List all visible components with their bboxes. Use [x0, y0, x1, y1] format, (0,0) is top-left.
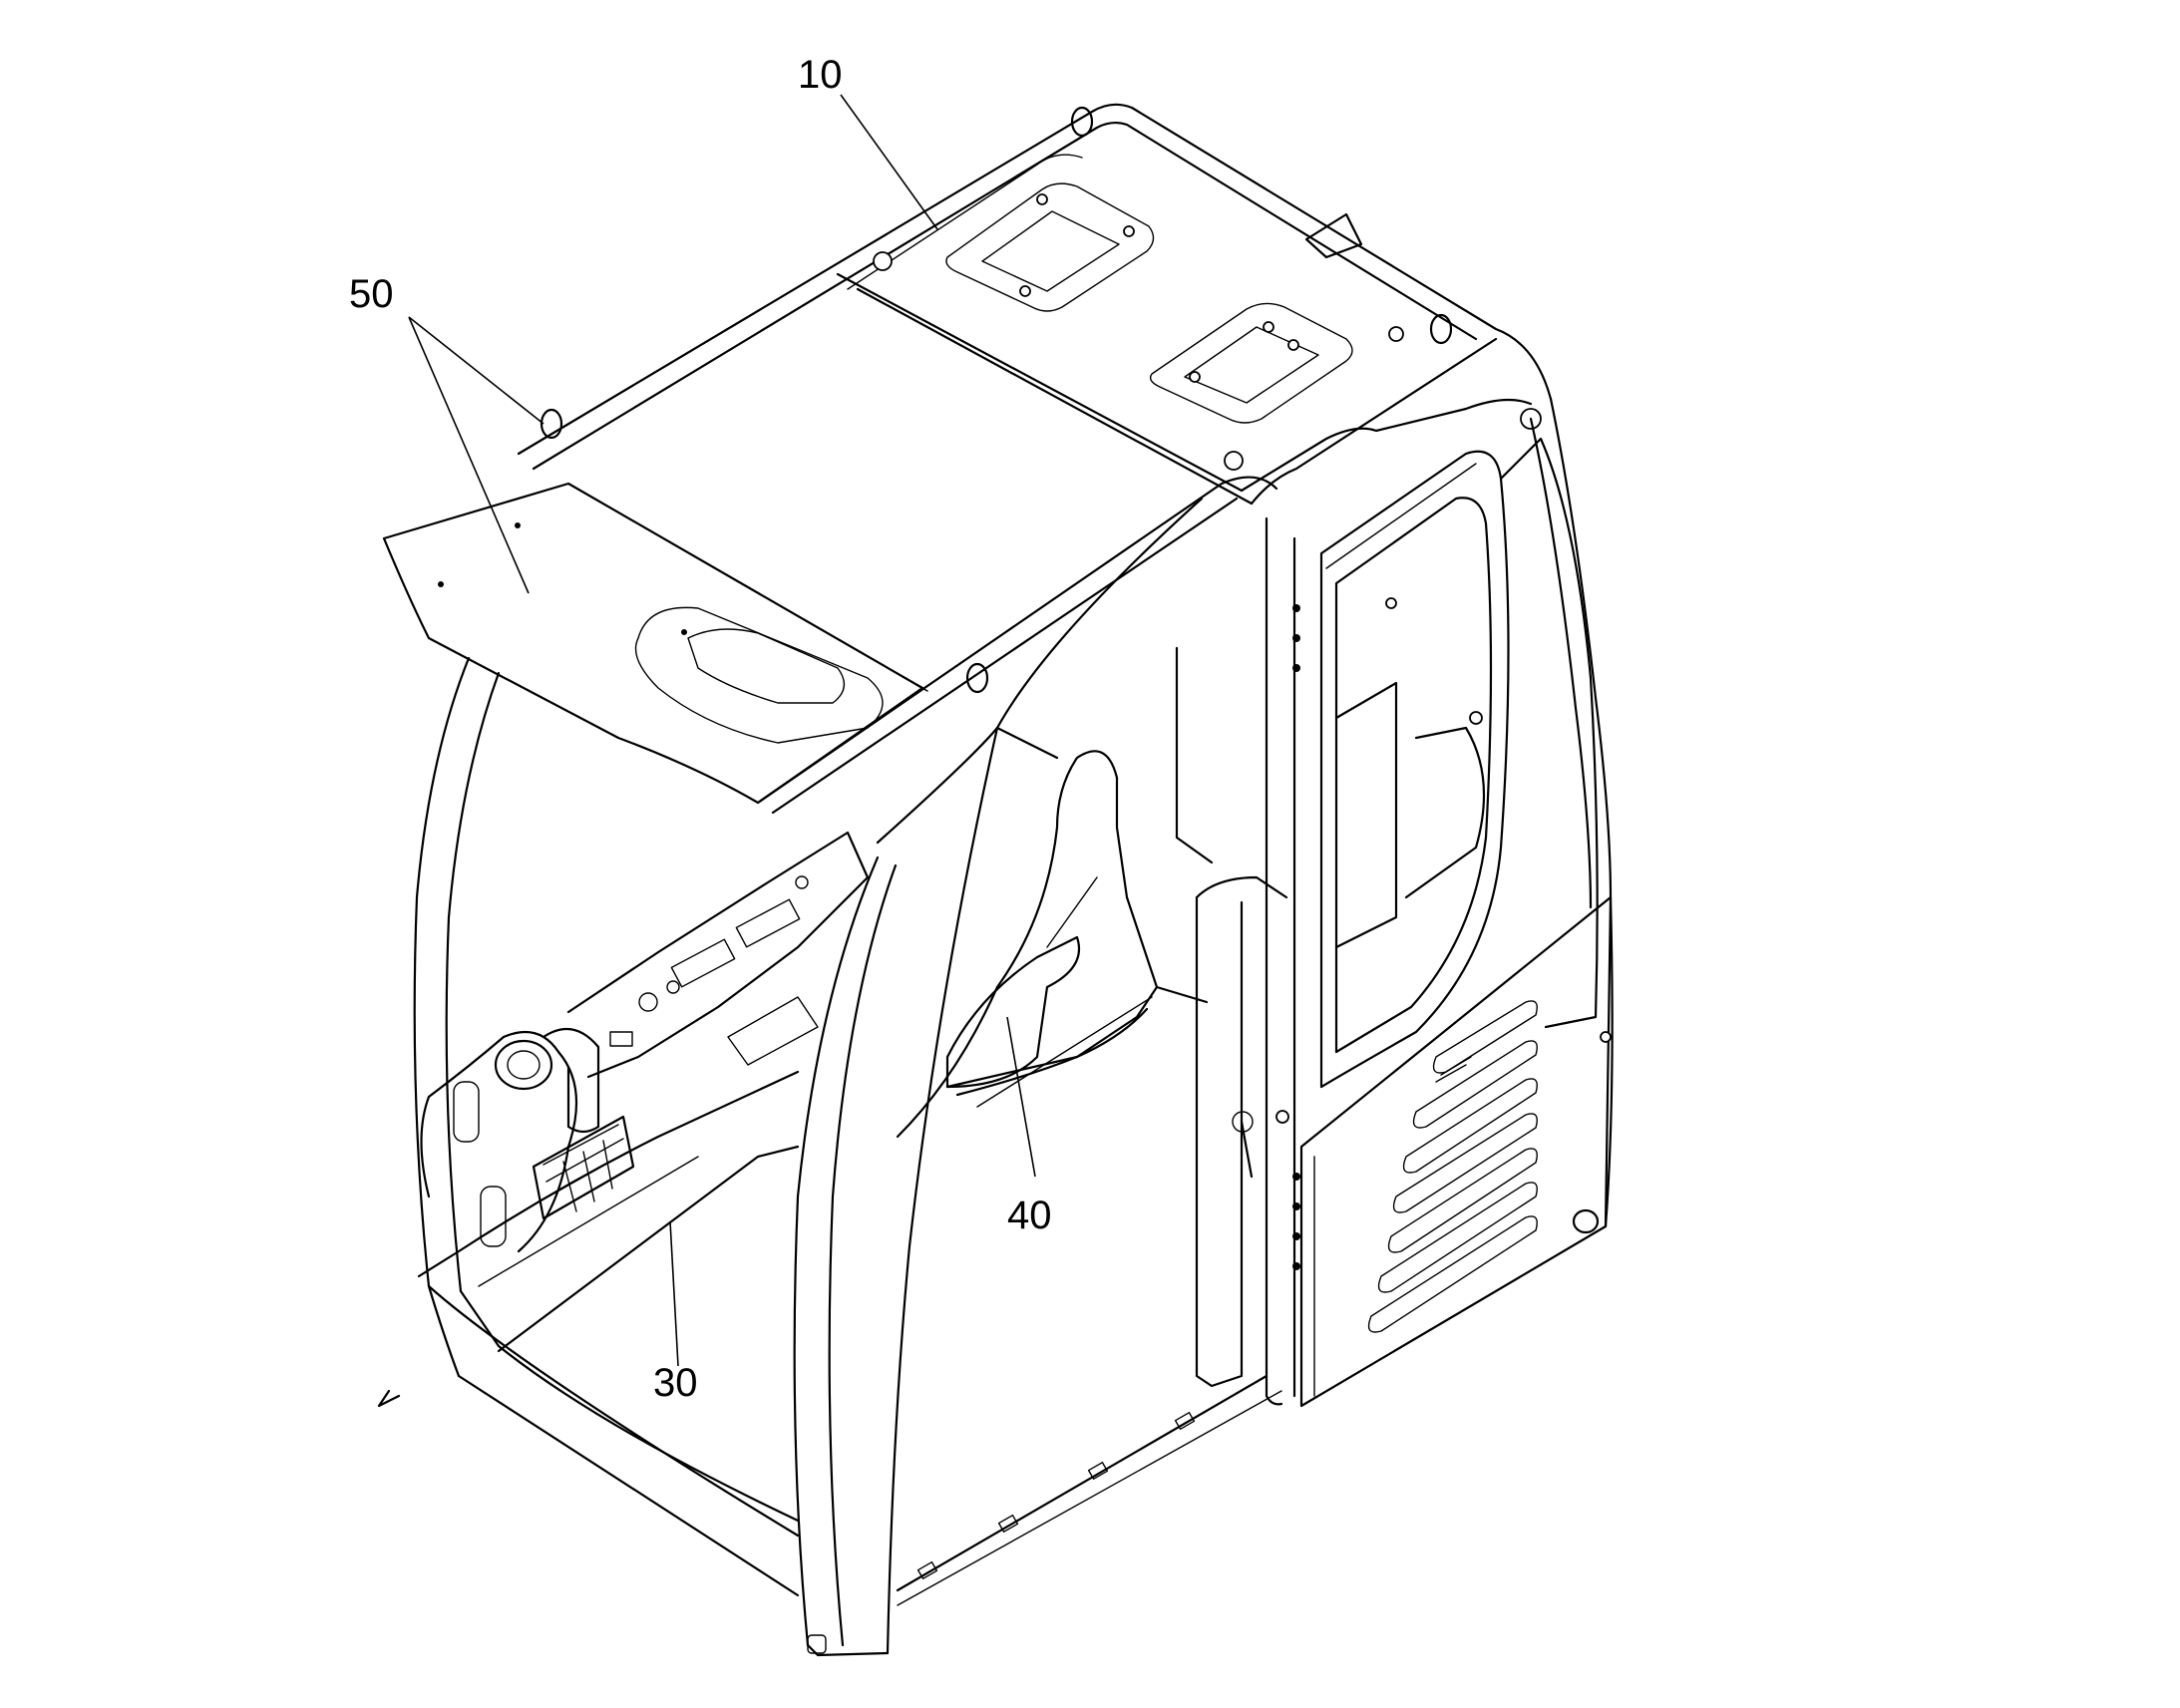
sun-visor	[382, 482, 928, 805]
side-louver-panel	[1299, 895, 1613, 1408]
roof-panel	[517, 103, 1553, 506]
callout-40: 40	[1007, 1194, 1052, 1237]
leader-lines	[408, 94, 1036, 1367]
callout-10: 10	[798, 53, 843, 97]
cab-door	[1175, 437, 1599, 1406]
left-console	[417, 831, 870, 1353]
left-window-frame	[377, 656, 800, 1597]
callout-50: 50	[349, 272, 394, 316]
roof-bolts	[873, 193, 1542, 471]
lifting-eyes	[540, 106, 1453, 694]
front-frame	[756, 476, 1278, 1657]
rear-body	[1529, 397, 1614, 1228]
floor-edge	[807, 1374, 1282, 1654]
callout-30: 30	[653, 1361, 698, 1405]
callout-labels: 10 50 40 30	[349, 53, 1052, 1405]
louver-slots	[1367, 1000, 1538, 1333]
floor-area	[896, 726, 1209, 1139]
